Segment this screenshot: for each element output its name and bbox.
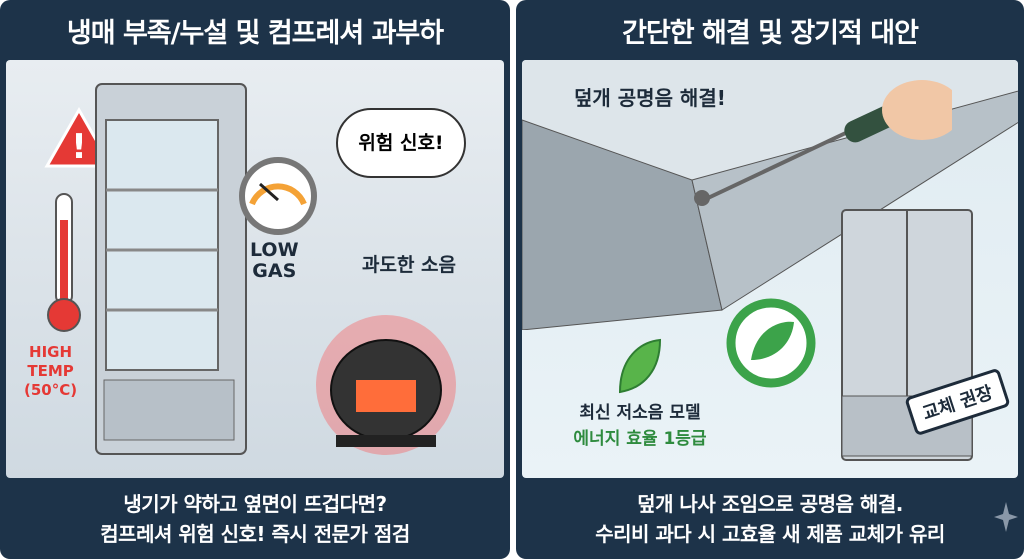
low-gas-label: LOW GAS [250, 240, 299, 282]
left-footer: 냉기가 약하고 옆면이 뜨겁다면? 컴프레셔 위험 신호! 즉시 전문가 점검 [0, 478, 510, 559]
cover-noise-callout: 덮개 공명음 해결! [574, 86, 726, 110]
solution-illustration: 덮개 공명음 해결! 교체 권장 최신 저소음 모델 에너지 효율 1등급 [522, 60, 1018, 478]
temp-line: TEMP [27, 362, 74, 380]
pressure-gauge-icon [239, 157, 317, 235]
high-temp-label: HIGH TEMP (50°C) [24, 343, 77, 400]
right-panel: 간단한 해결 및 장기적 대안 덮개 공명음 해결! 교체 권장 최신 저소음 … [516, 0, 1024, 559]
leaf-icon [618, 338, 662, 394]
left-panel: 냉매 부족/누설 및 컴프레셔 과부하 ! HIGH TEMP (50°C) L… [0, 0, 510, 559]
danger-speech-bubble: 위험 신호! [336, 108, 466, 178]
gauge-line: GAS [252, 260, 297, 282]
excessive-noise-label: 과도한 소음 [362, 254, 457, 276]
sparkle-icon [994, 502, 1018, 532]
right-footer: 덮개 나사 조임으로 공명음 해결. 수리비 과다 시 고효율 새 제품 교체가… [516, 478, 1024, 559]
temp-line: (50°C) [24, 381, 78, 399]
eco-badge-icon [726, 298, 816, 388]
new-refrigerator-illustration [841, 209, 973, 461]
low-noise-model-label: 최신 저소음 모델 [579, 403, 701, 423]
screwdriver-hand-icon [707, 80, 952, 200]
svg-text:!: ! [71, 127, 87, 167]
temp-line: HIGH [29, 343, 73, 361]
right-title: 간단한 해결 및 장기적 대안 [622, 17, 919, 49]
footer-line: 컴프레셔 위험 신호! 즉시 전문가 점검 [100, 521, 410, 546]
gauge-line: LOW [250, 239, 299, 261]
footer-line: 수리비 과다 시 고효율 새 제품 교체가 유리 [595, 521, 945, 546]
refrigerator-illustration [95, 83, 247, 455]
thermometer-icon [47, 193, 81, 332]
compressor-icon [316, 315, 456, 455]
left-title: 냉매 부족/누설 및 컴프레셔 과부하 [66, 17, 444, 49]
footer-line: 덮개 나사 조임으로 공명음 해결. [637, 491, 903, 516]
energy-efficiency-label: 에너지 효율 1등급 [573, 429, 707, 449]
problem-illustration: ! HIGH TEMP (50°C) LOW GAS 위험 신호! 과도한 소음 [6, 60, 504, 478]
footer-line: 냉기가 약하고 옆면이 뜨겁다면? [123, 491, 387, 516]
